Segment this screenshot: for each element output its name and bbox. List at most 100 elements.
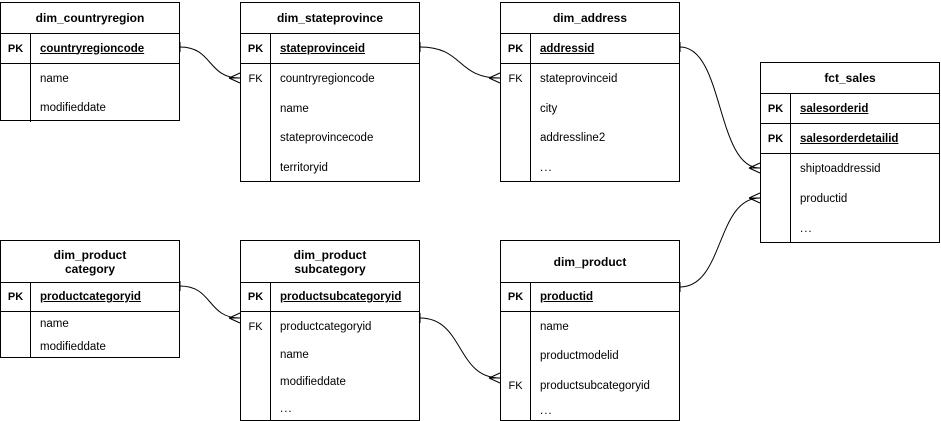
attribute-key-label [761,184,791,214]
relationship-line [179,285,241,319]
attribute-name-label: stateprovinceid [540,73,618,85]
attribute-name-label: productsubcategoryid [280,291,402,303]
attribute-key-label: FK [501,64,531,94]
entity-title-dim_stateprovince: dim_stateprovince [241,3,419,34]
cardinality-many-prong [228,77,241,84]
cardinality-many-prong [228,72,241,79]
attribute-row[interactable]: ... [501,153,679,182]
entity-title-dim_address: dim_address [501,3,679,34]
attribute-name-label: countryregioncode [280,73,375,85]
relationship-line [679,197,761,288]
attribute-row[interactable]: modifieddate [1,335,179,358]
relationship-stateprovince-to-address [419,42,501,84]
attribute-row[interactable]: FK countryregioncode [241,64,419,94]
relationship-line [419,46,501,79]
attribute-row[interactable]: ... [241,395,419,421]
attribute-name-label: name [40,72,69,85]
attribute-key-label [501,123,531,153]
attribute-row[interactable]: PK salesorderid [761,94,939,124]
relationship-subcategory-to-product [419,313,501,384]
attribute-key-label [241,94,271,123]
attribute-row[interactable]: name [501,312,679,341]
attribute-row[interactable]: city [501,94,679,123]
cardinality-many-prong [488,372,501,379]
entity-title-dim_productsubcategory: dim_product subcategory [241,241,419,283]
attribute-row[interactable]: name [241,341,419,368]
attribute-key-label: PK [241,34,271,63]
relationship-line [179,46,241,79]
attribute-key-label: PK [501,283,531,311]
attribute-row[interactable]: PK stateprovinceid [241,34,419,64]
attribute-row[interactable]: stateprovincecode [241,123,419,153]
attribute-name-label: addressline2 [540,132,606,144]
attribute-name-label: shiptoaddressid [800,163,881,175]
attribute-key-label [501,153,531,182]
attribute-key-label [761,214,791,243]
attribute-row[interactable]: shiptoaddressid [761,154,939,184]
attribute-row[interactable]: PK productsubcategoryid [241,283,419,312]
cardinality-many-prong [488,377,501,384]
attribute-row[interactable]: FK productcategoryid [241,312,419,341]
attribute-name-label: city [540,102,558,115]
attribute-key-label [241,395,271,421]
attribute-name-label: productcategoryid [280,320,372,333]
attribute-key-label [1,93,31,122]
attribute-row[interactable]: productid [761,184,939,214]
attribute-row[interactable]: modifieddate [1,93,179,122]
cardinality-many-prong [748,167,761,174]
attribute-key-label [1,312,31,335]
attribute-key-label [241,123,271,153]
attribute-key-label [501,94,531,123]
attribute-row[interactable]: name [1,64,179,93]
attribute-key-label: PK [241,283,271,311]
attribute-name-label: countryregioncode [40,42,145,55]
attribute-name-label: stateprovincecode [280,132,374,144]
entity-title-fct_sales: fct_sales [761,63,939,94]
attribute-name-label: productid [800,193,848,205]
attribute-key-label: FK [241,64,271,94]
attribute-key-label: PK [761,94,791,123]
attribute-name-label: modifieddate [40,101,106,114]
attribute-name-label: stateprovinceid [280,42,365,55]
attribute-key-label [761,154,791,184]
attribute-row[interactable]: territoryid [241,153,419,182]
attribute-row[interactable]: PK productid [501,283,679,312]
attribute-row[interactable]: addressline2 [501,123,679,153]
relationship-productcategory-to-subcategory [179,281,241,324]
attribute-name-label: salesorderdetailid [800,132,899,145]
relationship-product-to-fctsales [679,192,761,292]
attribute-key-label: PK [501,34,531,63]
attribute-row[interactable]: name [241,94,419,123]
attribute-name-label: salesorderid [800,102,869,115]
attribute-row[interactable]: name [1,312,179,335]
attribute-row[interactable]: ... [761,214,939,243]
attribute-row[interactable]: PK salesorderdetailid [761,124,939,154]
attribute-row[interactable]: FK stateprovinceid [501,64,679,94]
attribute-row[interactable]: productmodelid [501,341,679,371]
attribute-name-label: ... [800,222,813,235]
attribute-name-label: modifieddate [280,375,346,388]
attribute-key-label: FK [241,312,271,341]
attribute-name-label: productid [540,291,594,303]
attribute-key-label [501,400,531,421]
cardinality-many-prong [488,77,501,84]
attribute-key-label: PK [761,124,791,153]
attribute-key-label [501,312,531,341]
attribute-name-label: productcategoryid [40,291,141,303]
cardinality-many-prong [748,162,761,169]
attribute-row[interactable]: modifieddate [241,368,419,395]
cardinality-many-prong [488,72,501,79]
attribute-row[interactable]: ... [501,400,679,421]
